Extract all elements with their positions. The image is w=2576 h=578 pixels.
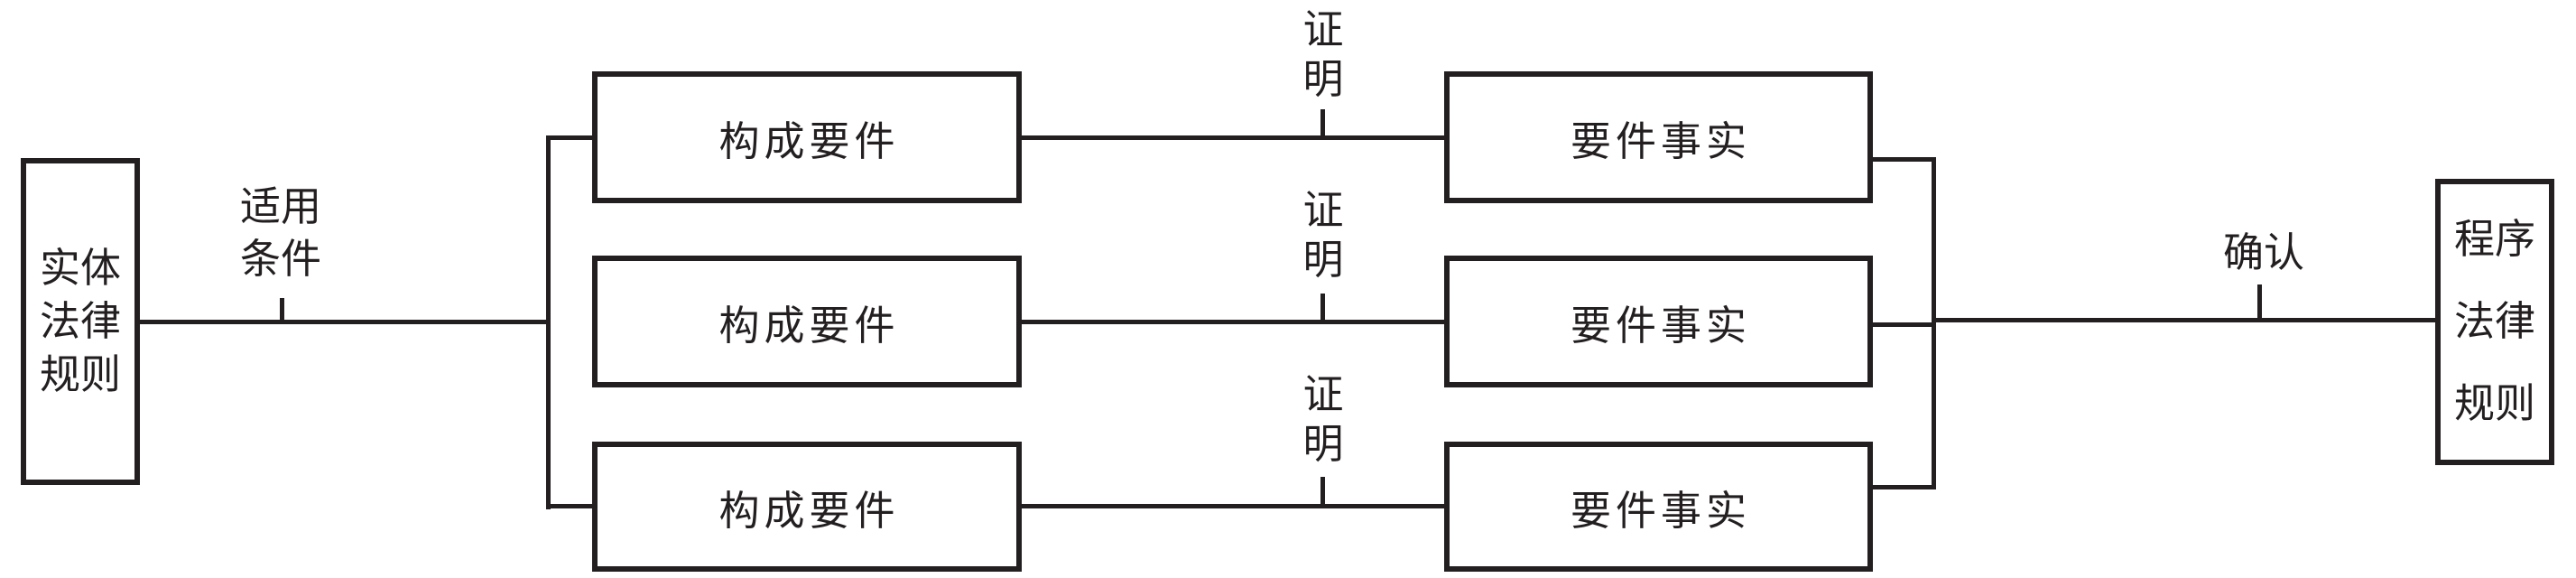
element-fact-1-label: 要件事实 bbox=[1570, 118, 1751, 164]
connector-element-to-fact-2 bbox=[1022, 320, 1444, 324]
connector-element-to-fact-1 bbox=[1022, 135, 1444, 140]
label-application-condition: 适用 条件 bbox=[230, 181, 331, 285]
label-proof-2: 证 明 bbox=[1297, 186, 1349, 285]
tick-application-condition bbox=[280, 298, 284, 324]
element-fact-2-label: 要件事实 bbox=[1570, 303, 1751, 349]
left-bracket-stub-row3 bbox=[546, 504, 592, 508]
label-confirmation: 确认 bbox=[2222, 230, 2304, 275]
procedural-law-rule-line-2: 法律 bbox=[2453, 299, 2535, 344]
constitutive-element-2-label: 构成要件 bbox=[718, 303, 900, 349]
proof-2-char-1: 证 bbox=[1302, 188, 1344, 233]
left-bracket-line bbox=[546, 135, 551, 509]
connector-bracket-to-procedural bbox=[1936, 318, 2435, 322]
right-bracket-stub-row1 bbox=[1873, 157, 1936, 162]
node-procedural-law-rule: 程序 法律 规则 bbox=[2435, 179, 2554, 465]
node-constitutive-element-3: 构成要件 bbox=[592, 442, 1022, 572]
connector-element-to-fact-3 bbox=[1022, 504, 1444, 508]
procedural-law-rule-line-3: 规则 bbox=[2453, 381, 2535, 426]
node-substantive-law-rule: 实体 法律 规则 bbox=[21, 158, 140, 485]
substantive-law-rule-line-1: 实体 bbox=[39, 245, 121, 291]
proof-1-char-1: 证 bbox=[1302, 7, 1344, 52]
tick-proof-3 bbox=[1320, 477, 1325, 508]
connector-substantive-to-bracket bbox=[140, 320, 551, 324]
node-element-fact-3: 要件事实 bbox=[1444, 442, 1873, 572]
substantive-law-rule-line-2: 法律 bbox=[39, 298, 121, 344]
node-element-fact-1: 要件事实 bbox=[1444, 71, 1873, 203]
right-bracket-line bbox=[1932, 157, 1936, 489]
label-proof-1: 证 明 bbox=[1297, 5, 1349, 105]
node-constitutive-element-1: 构成要件 bbox=[592, 71, 1022, 203]
tick-proof-2 bbox=[1320, 294, 1325, 324]
right-bracket-stub-row2 bbox=[1873, 322, 1932, 327]
node-element-fact-2: 要件事实 bbox=[1444, 256, 1873, 387]
left-bracket-stub-row1 bbox=[546, 135, 592, 140]
constitutive-element-3-label: 构成要件 bbox=[718, 488, 900, 534]
procedural-law-rule-line-1: 程序 bbox=[2453, 217, 2535, 262]
label-proof-3: 证 明 bbox=[1297, 370, 1349, 470]
substantive-law-rule-line-3: 规则 bbox=[39, 351, 121, 397]
right-bracket-stub-row3 bbox=[1873, 485, 1936, 489]
element-fact-3-label: 要件事实 bbox=[1570, 488, 1751, 534]
proof-1-char-2: 明 bbox=[1302, 57, 1344, 102]
constitutive-element-1-label: 构成要件 bbox=[718, 118, 900, 164]
node-constitutive-element-2: 构成要件 bbox=[592, 256, 1022, 387]
proof-3-char-1: 证 bbox=[1302, 372, 1344, 417]
proof-2-char-2: 明 bbox=[1302, 238, 1344, 283]
tick-confirmation bbox=[2257, 284, 2262, 322]
application-condition-line-2: 条件 bbox=[239, 237, 321, 282]
tick-proof-1 bbox=[1320, 109, 1325, 140]
proof-3-char-2: 明 bbox=[1302, 422, 1344, 467]
application-condition-line-1: 适用 bbox=[239, 184, 321, 229]
